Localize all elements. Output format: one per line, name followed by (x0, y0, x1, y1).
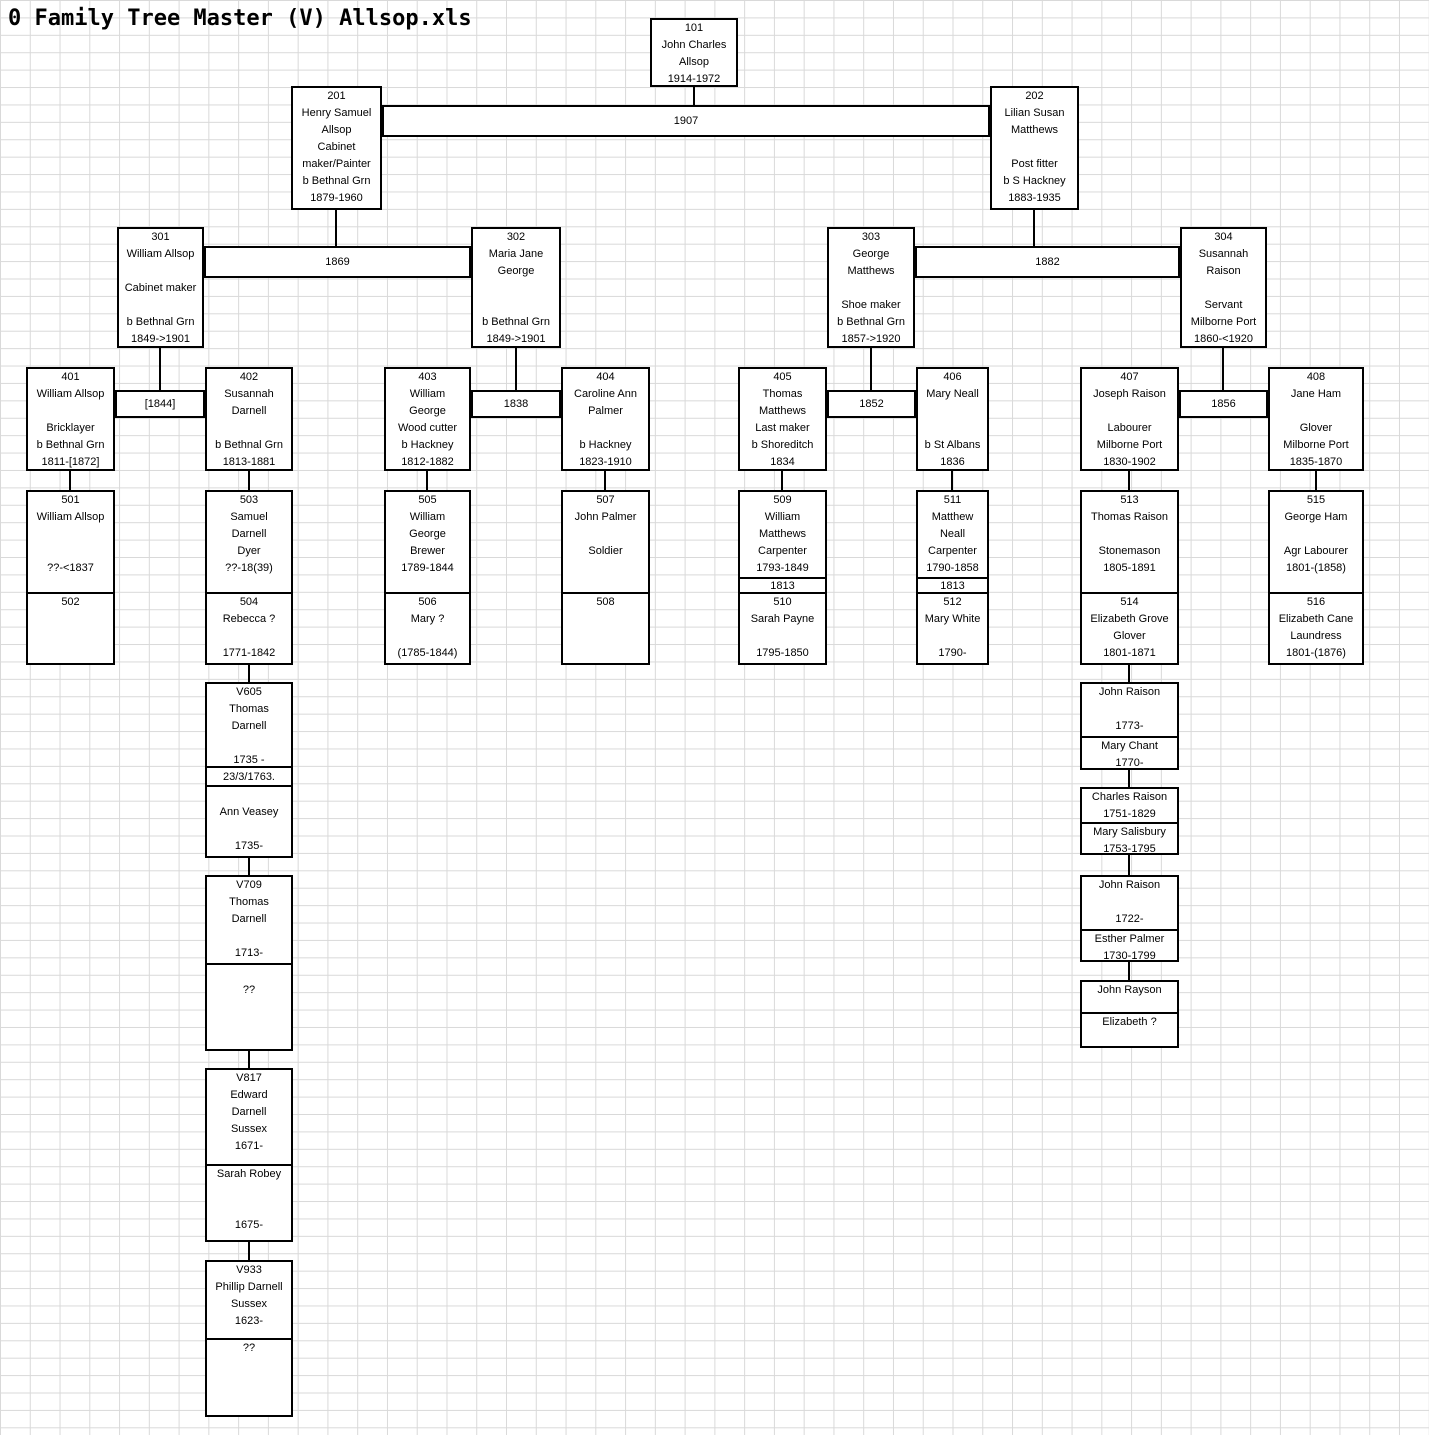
person-box-v605: V605 Thomas Darnell 1735 - (205, 682, 293, 768)
person-box-101: 101 John Charles Allsop 1914-1972 (650, 18, 738, 87)
marriage-date-v605: 23/3/1763. (205, 766, 293, 787)
person-box-mary-salisbury: Mary Salisbury 1753-1795 (1080, 822, 1179, 855)
person-box-503: 503 Samuel Darnell Dyer ??-18(39) (205, 490, 293, 594)
person-box-john-rayson: John Rayson (1080, 980, 1179, 1014)
connector-line (426, 471, 428, 490)
person-box-509: 509 William Matthews Carpenter 1793-1849 (738, 490, 827, 579)
person-box-507: 507 John Palmer Soldier (561, 490, 650, 594)
person-box-ann-veasey: Ann Veasey 1735- (205, 785, 293, 858)
person-box-515: 515 George Ham Agr Labourer 1801-(1858) (1268, 490, 1364, 594)
person-box-202: 202 Lilian Susan Matthews Post fitter b … (990, 86, 1079, 210)
person-box-513: 513 Thomas Raison Stonemason 1805-1891 (1080, 490, 1179, 594)
marriage-bar-1856: 1856 (1179, 390, 1268, 418)
person-box-v709: V709 Thomas Darnell 1713- (205, 875, 293, 965)
person-box-v933-spouse: ?? (205, 1338, 293, 1417)
connector-line (1315, 471, 1317, 490)
connector-line (1128, 770, 1130, 787)
connector-line (604, 471, 606, 490)
connector-line (1128, 471, 1130, 490)
person-box-401: 401 William Allsop Bricklayer b Bethnal … (26, 367, 115, 471)
person-box-514: 514 Elizabeth Grove Glover 1801-1871 (1080, 592, 1179, 665)
person-box-505: 505 William George Brewer 1789-1844 (384, 490, 471, 594)
person-box-506: 506 Mary ? (1785-1844) (384, 592, 471, 665)
person-box-201: 201 Henry Samuel Allsop Cabinet maker/Pa… (291, 86, 382, 210)
connector-line (248, 1242, 250, 1260)
connector-line (159, 348, 161, 390)
person-box-512: 512 Mary White 1790- (916, 592, 989, 665)
person-box-404: 404 Caroline Ann Palmer b Hackney 1823-1… (561, 367, 650, 471)
connector-line (335, 210, 337, 246)
sheet-title: 0 Family Tree Master (V) Allsop.xls (8, 6, 472, 31)
connector-line (248, 471, 250, 490)
connector-line (870, 348, 872, 390)
person-box-john-raison-1722: John Raison 1722- (1080, 875, 1179, 931)
person-box-john-raison-1773: John Raison 1773- (1080, 682, 1179, 738)
connector-line (1033, 210, 1035, 246)
connector-line (1128, 855, 1130, 875)
person-box-504: 504 Rebecca ? 1771-1842 (205, 592, 293, 665)
connector-line (1128, 962, 1130, 980)
person-box-301: 301 William Allsop Cabinet maker b Bethn… (117, 227, 204, 348)
person-box-303: 303 George Matthews Shoe maker b Bethnal… (827, 227, 915, 348)
connector-line (69, 471, 71, 490)
person-box-516: 516 Elizabeth Cane Laundress 1801-(1876) (1268, 592, 1364, 665)
connector-line (781, 471, 783, 490)
connector-line (1222, 348, 1224, 390)
person-box-304: 304 Susannah Raison Servant Milborne Por… (1180, 227, 1267, 348)
connector-line (248, 1051, 250, 1068)
connector-line (951, 471, 953, 490)
connector-line (693, 87, 695, 105)
person-box-mary-chant: Mary Chant 1770- (1080, 736, 1179, 770)
person-box-408: 408 Jane Ham Glover Milborne Port 1835-1… (1268, 367, 1364, 471)
marriage-bar-1852: 1852 (827, 390, 916, 418)
person-box-508: 508 (561, 592, 650, 665)
person-box-v709-spouse: ?? (205, 963, 293, 1051)
person-box-sarah-robey: Sarah Robey 1675- (205, 1164, 293, 1242)
connector-line (1128, 665, 1130, 682)
person-box-510: 510 Sarah Payne 1795-1850 (738, 592, 827, 665)
connector-line (248, 665, 250, 682)
person-box-esther-palmer: Esther Palmer 1730-1799 (1080, 929, 1179, 962)
marriage-bar-1882: 1882 (915, 246, 1180, 278)
person-box-406: 406 Mary Neall b St Albans 1836 (916, 367, 989, 471)
marriage-bar-1838: 1838 (471, 390, 561, 418)
person-box-502: 502 (26, 592, 115, 665)
connector-line (515, 348, 517, 390)
marriage-bar-1869: 1869 (204, 246, 471, 278)
person-box-charles-raison: Charles Raison 1751-1829 (1080, 787, 1179, 824)
person-box-405: 405 Thomas Matthews Last maker b Shoredi… (738, 367, 827, 471)
person-box-407: 407 Joseph Raison Labourer Milborne Port… (1080, 367, 1179, 471)
person-box-v817: V817 Edward Darnell Sussex 1671- (205, 1068, 293, 1166)
marriage-bar-1844: [1844] (115, 390, 205, 418)
person-box-elizabeth: Elizabeth ? (1080, 1012, 1179, 1048)
person-box-402: 402 Susannah Darnell b Bethnal Grn 1813-… (205, 367, 293, 471)
person-box-302: 302 Maria Jane George b Bethnal Grn 1849… (471, 227, 561, 348)
person-box-403: 403 William George Wood cutter b Hackney… (384, 367, 471, 471)
marriage-bar-1907: 1907 (382, 105, 990, 137)
person-box-511: 511 Matthew Neall Carpenter 1790-1858 (916, 490, 989, 579)
person-box-501: 501 William Allsop ??-<1837 (26, 490, 115, 594)
connector-line (248, 858, 250, 875)
person-box-v933: V933 Phillip Darnell Sussex 1623- (205, 1260, 293, 1340)
